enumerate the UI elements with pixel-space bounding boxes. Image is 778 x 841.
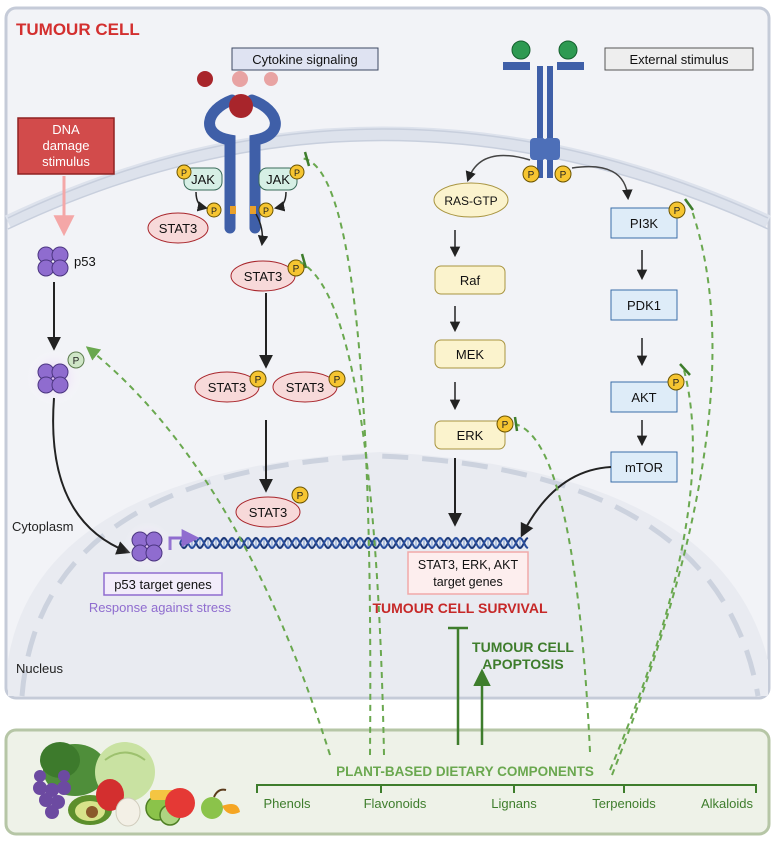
- dna-damage-line2: damage: [43, 138, 90, 153]
- svg-text:STAT3: STAT3: [249, 505, 288, 520]
- svg-text:ERK: ERK: [457, 428, 484, 443]
- svg-text:PI3K: PI3K: [630, 216, 659, 231]
- svg-text:P: P: [560, 170, 567, 181]
- inhibition-bars: [300, 151, 695, 432]
- svg-text:P: P: [73, 356, 80, 367]
- dna-helix: [179, 536, 529, 550]
- mek-node: [434, 339, 506, 369]
- svg-text:AKT: AKT: [631, 390, 656, 405]
- nucleus-region: [8, 452, 768, 696]
- jak-phospho-badges: P P P P: [176, 164, 305, 218]
- svg-text:STAT3, ERK, AKT: STAT3, ERK, AKT: [418, 558, 519, 572]
- dna-strand: [179, 536, 529, 550]
- p53-label: p53: [74, 254, 96, 269]
- svg-text:STAT3: STAT3: [208, 380, 247, 395]
- cytokine-receptor: [204, 94, 281, 234]
- raf-node: [434, 265, 506, 295]
- response-stress-label: Response against stress: [89, 600, 232, 615]
- akt-node: [610, 381, 678, 413]
- ras-gtp-node: [433, 182, 509, 218]
- stat3-nuclear: [235, 496, 301, 528]
- p53-bound-dna: [131, 531, 163, 562]
- svg-text:P: P: [293, 264, 300, 275]
- apoptosis-label-2: APOPTOSIS: [482, 656, 563, 672]
- pi3k-node: [610, 207, 678, 239]
- svg-text:target genes: target genes: [433, 575, 503, 589]
- mtor-node: [610, 451, 678, 483]
- compound-phenols: Phenols: [264, 796, 311, 811]
- external-stimulus-label: External stimulus: [630, 52, 729, 67]
- svg-text:RAS-GTP: RAS-GTP: [444, 194, 497, 208]
- cytokine-signaling-label: Cytokine signaling: [252, 52, 358, 67]
- svg-text:P: P: [297, 491, 304, 502]
- svg-text:P: P: [334, 375, 341, 386]
- cytokine-label-box: [231, 47, 379, 71]
- svg-text:P: P: [528, 170, 535, 181]
- svg-text:P: P: [255, 375, 262, 386]
- svg-text:p53 target genes: p53 target genes: [114, 577, 212, 592]
- svg-text:JAK: JAK: [266, 172, 290, 187]
- cytokine-ligands: [197, 71, 278, 87]
- nucleus-label: Nucleus: [16, 661, 63, 676]
- dna-damage-box: [17, 117, 115, 175]
- svg-text:P: P: [502, 420, 509, 431]
- svg-text:STAT3: STAT3: [244, 269, 283, 284]
- phospho-p53: [37, 363, 69, 394]
- apoptosis-label-1: TUMOUR CELL: [472, 639, 574, 655]
- dna-strand: [179, 536, 529, 550]
- svg-text:P: P: [294, 168, 300, 178]
- svg-text:P: P: [674, 206, 681, 217]
- svg-text:JAK: JAK: [191, 172, 215, 187]
- nuclear-envelope: [19, 453, 761, 697]
- svg-text:MEK: MEK: [456, 347, 485, 362]
- p53-target-genes-box: [103, 572, 223, 596]
- svg-text:STAT3: STAT3: [159, 221, 198, 236]
- target-genes-box: [407, 551, 529, 595]
- survival-label: TUMOUR CELL SURVIVAL: [372, 600, 547, 616]
- compound-flavonoids: Flavonoids: [364, 796, 427, 811]
- svg-text:mTOR: mTOR: [625, 460, 663, 475]
- plant-components-label: PLANT-BASED DIETARY COMPONENTS: [336, 764, 594, 779]
- compound-lignans: Lignans: [491, 796, 537, 811]
- svg-text:P: P: [211, 206, 217, 216]
- growth-factor-receptor: P P: [503, 40, 584, 183]
- svg-text:P: P: [673, 378, 680, 389]
- compound-terpenoids: Terpenoids: [592, 796, 656, 811]
- fruits-vegetables-illustration: [33, 742, 240, 827]
- cytoplasm-label: Cytoplasm: [12, 519, 73, 534]
- compound-alkaloids: Alkaloids: [701, 796, 754, 811]
- external-label-box: [604, 47, 754, 71]
- p53-to-nucleus-arrow: [52, 397, 131, 555]
- svg-text:P: P: [181, 168, 187, 178]
- svg-text:Raf: Raf: [460, 273, 481, 288]
- erk-node: [434, 420, 506, 450]
- plant-panel: [4, 728, 771, 836]
- svg-text:PDK1: PDK1: [627, 298, 661, 313]
- compound-bracket: [256, 784, 757, 793]
- dna-damage-line3: stimulus: [42, 154, 90, 169]
- p53-phospho-badge: [67, 351, 85, 369]
- stat3-inactive: [147, 212, 209, 244]
- dashed-inhibition-lines: [85, 157, 714, 776]
- p53-protein: [37, 246, 69, 277]
- dna-damage-line1: DNA: [52, 122, 80, 137]
- pdk1-node: [610, 289, 678, 321]
- svg-text:STAT3: STAT3: [286, 380, 325, 395]
- panel-title: TUMOUR CELL: [16, 20, 140, 39]
- svg-text:P: P: [263, 206, 269, 216]
- cell-membrane: [4, 126, 771, 229]
